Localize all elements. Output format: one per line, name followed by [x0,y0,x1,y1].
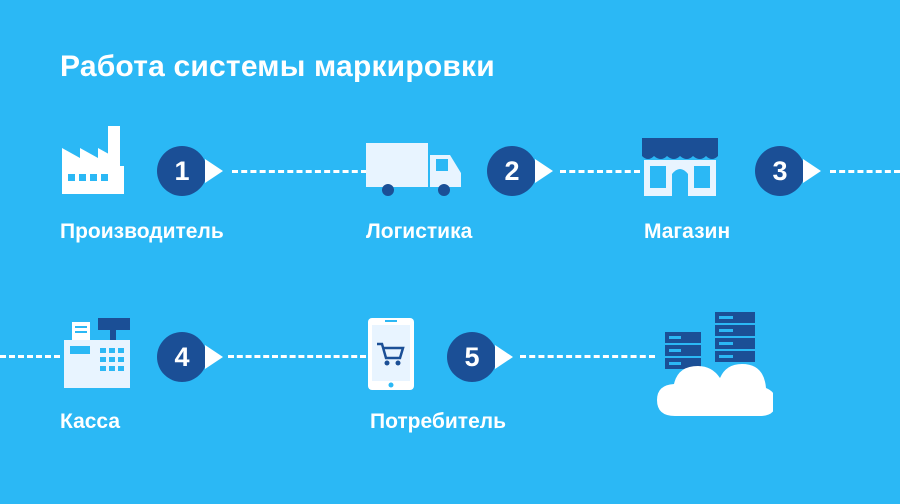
truck-icon [366,143,461,196]
step-badge: 5 [447,332,513,382]
connector-line [228,355,366,358]
step-label: Производитель [60,220,224,243]
step-number: 4 [174,341,190,372]
connector-line [830,170,900,173]
step-label: Логистика [366,220,473,243]
cash-register-icon [64,318,130,388]
diagram-title: Работа системы маркировки [60,50,495,83]
smartphone-cart-icon [368,318,414,390]
connector-line [232,170,367,173]
connector-line [560,170,640,173]
step-number: 1 [174,155,190,186]
factory-icon [62,126,124,194]
connector-line [0,355,60,358]
step-number: 5 [464,341,480,372]
step-badge: 3 [755,146,821,196]
store-icon [642,138,718,196]
step-label: Касса [60,410,121,433]
step-number: 2 [504,155,520,186]
step-badge: 1 [157,146,223,196]
step-label: Магазин [644,220,731,243]
step-label: Потребитель [370,410,507,433]
connector-line [520,355,655,358]
cloud-server-icon [657,312,773,416]
step-badge: 4 [157,332,223,382]
step-badge: 2 [487,146,553,196]
step-number: 3 [772,155,788,186]
